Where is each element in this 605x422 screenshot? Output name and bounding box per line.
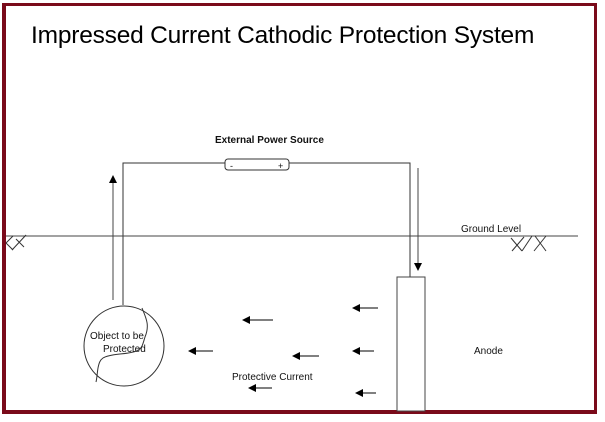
power-source-box bbox=[224, 158, 290, 171]
circuit-wire bbox=[122, 162, 411, 305]
ground-hatch-right bbox=[510, 235, 547, 252]
anode-label: Anode bbox=[474, 346, 503, 357]
anode-rod bbox=[396, 276, 426, 412]
wire-right-segment bbox=[289, 162, 411, 277]
protected-object: Object to be Protected bbox=[83, 305, 165, 387]
protective-current-label: Protective Current bbox=[232, 372, 313, 383]
diagram-title: Impressed Current Cathodic Protection Sy… bbox=[31, 22, 535, 49]
protective-current-arrows bbox=[188, 304, 378, 397]
protected-object-label-line1: Object to be bbox=[90, 331, 144, 342]
positive-terminal-label: + bbox=[278, 161, 283, 171]
negative-terminal-label: - bbox=[230, 161, 233, 171]
power-source: - + bbox=[224, 158, 290, 171]
protected-object-circle bbox=[83, 305, 165, 387]
ground-hatch-left bbox=[5, 234, 27, 251]
protected-object-boundary bbox=[95, 307, 148, 383]
wire-left-segment bbox=[122, 162, 225, 305]
power-source-label: External Power Source bbox=[215, 135, 324, 146]
ground-level-label: Ground Level bbox=[461, 224, 521, 235]
protected-object-label-line2: Protected bbox=[103, 344, 146, 355]
